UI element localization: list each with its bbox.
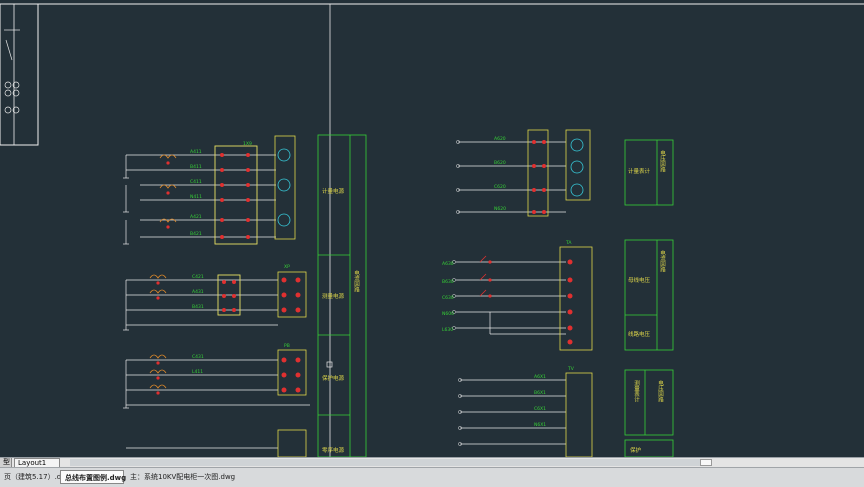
block-xianlu: 线路电压 [628, 330, 651, 338]
label-n6: N6X1 [534, 422, 546, 428]
label-l4: L630 [442, 327, 453, 333]
drawing-canvas[interactable]: A411 B411 C411 N411 A421 B421 C421 A431 … [0, 0, 864, 457]
label-sw: 1X9 [243, 141, 252, 147]
label-l1: L411 [192, 369, 203, 375]
block-baohu-r: 保护 [630, 446, 642, 454]
block-muxian: 母线电压 [628, 276, 651, 284]
meter-symbols-right [570, 138, 584, 197]
label-a1: A411 [190, 149, 202, 155]
terminal-dots-left [156, 153, 301, 395]
file-tab-1[interactable]: 页（建筑5.17）.dwg [4, 473, 72, 481]
function-blocks-left [317, 134, 367, 457]
label-b6: B6X1 [534, 390, 546, 396]
label-n5: N620 [494, 206, 506, 212]
label-a6: A6X1 [534, 374, 546, 380]
block-lingxu: 零序电源 [322, 446, 345, 454]
label-b3: B431 [192, 304, 204, 310]
label-ta: TA [565, 240, 572, 246]
block-jiliang: 计量电源 [322, 187, 345, 195]
left-current-section [123, 145, 310, 449]
label-a5: A620 [494, 136, 506, 142]
label-c4: C630 [442, 295, 454, 301]
block-dianya: 电压回路 [659, 149, 666, 174]
label-xp: XP [284, 264, 290, 270]
label-a4: A630 [442, 261, 454, 267]
block-dianya-huilu: 电压回路 [657, 379, 664, 404]
layout-tab-bar: 型 Layout1 [0, 457, 864, 467]
label-b5: B620 [494, 160, 506, 166]
file-tab-2[interactable]: 总线布置图例.dwg [60, 470, 126, 484]
label-tv: TV [567, 366, 575, 372]
label-n1: N411 [190, 194, 202, 200]
block-celiang: 测量电源 [322, 292, 345, 300]
file-tab-3[interactable]: 主：系统10KV配电柜一次图.dwg [130, 473, 236, 481]
label-pb: PB [284, 343, 290, 349]
label-b4: B630 [442, 279, 454, 285]
label-c3: C431 [192, 354, 204, 360]
block-baohu: 保护电源 [322, 374, 345, 382]
block-dianliu: 电流回路 [353, 269, 360, 294]
left-symbols [4, 29, 20, 114]
label-c2: C421 [192, 274, 204, 280]
horizontal-scrollbar[interactable] [70, 459, 712, 466]
label-b2: B421 [190, 231, 202, 237]
label-n4: N600 [442, 311, 454, 317]
block-dianliu-r: 电流回路 [659, 249, 666, 274]
tab-layout1[interactable]: Layout1 [14, 458, 60, 467]
label-b1: B411 [190, 164, 202, 170]
file-tab-bar: 页（建筑5.17）.dwg 总线布置图例.dwg 主：系统10KV配电柜一次图.… [0, 467, 864, 487]
tab-model[interactable]: 型 [0, 458, 12, 467]
ct-symbols-left [149, 154, 177, 389]
terminal-dots-right [488, 140, 573, 345]
block-jiliang-biao: 计量表计 [628, 167, 651, 175]
cad-drawing[interactable]: A411 B411 C411 N411 A421 B421 C421 A431 … [0, 0, 864, 457]
right-section [456, 141, 566, 445]
label-a3: A431 [192, 289, 204, 295]
function-blocks-right [624, 139, 674, 457]
label-c1: C411 [190, 179, 202, 185]
label-c6: C6X1 [534, 406, 546, 412]
meter-symbols-left [277, 148, 291, 227]
label-a2: A421 [190, 214, 202, 220]
block-celiang-biao: 测量表计 [633, 379, 640, 404]
scrollbar-thumb[interactable] [700, 459, 712, 466]
label-c5: C620 [494, 184, 506, 190]
